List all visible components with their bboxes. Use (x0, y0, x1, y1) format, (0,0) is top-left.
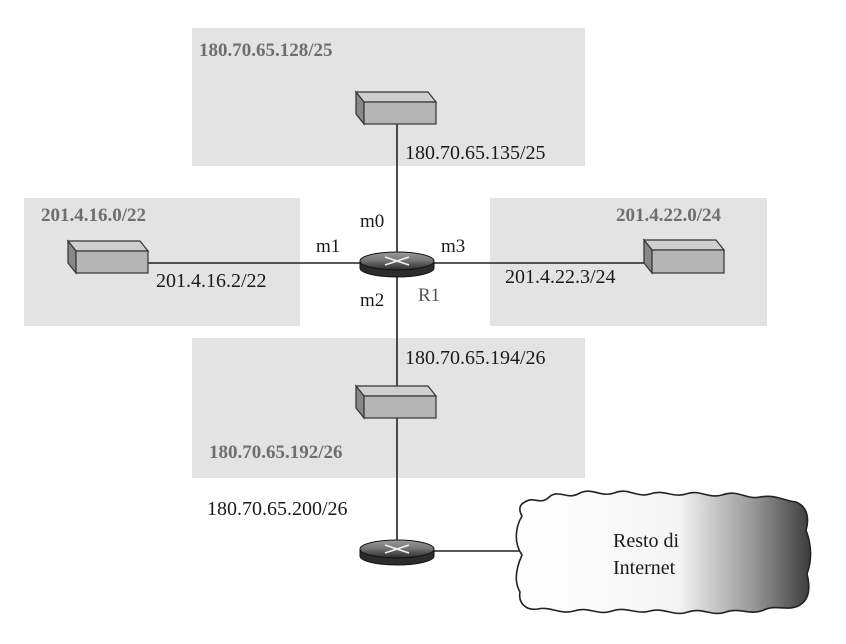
address-label-lower: 180.70.65.200/26 (207, 498, 348, 520)
network-label-top: 180.70.65.128/25 (199, 40, 333, 61)
cloud-label-line1: Resto di (613, 530, 680, 552)
host-bottom (354, 384, 438, 420)
router-r1-icon (359, 251, 435, 278)
address-label-m2: 180.70.65.194/26 (405, 347, 546, 369)
internet-cloud-icon (515, 490, 812, 615)
network-label-left: 201.4.16.0/22 (41, 205, 146, 226)
interface-label-m0: m0 (360, 211, 384, 232)
cloud-label-line2: Internet (613, 557, 676, 579)
address-label-m3: 201.4.22.3/24 (505, 266, 616, 288)
host-right (642, 238, 726, 275)
address-label-m0: 180.70.65.135/25 (405, 142, 546, 164)
host-left (66, 239, 150, 275)
router-lower-icon (359, 539, 435, 566)
address-label-m1: 201.4.16.2/22 (156, 270, 267, 292)
interface-label-m1: m1 (316, 236, 340, 257)
router-name-label: R1 (418, 285, 440, 306)
network-label-bottom: 180.70.65.192/26 (209, 442, 343, 463)
interface-label-m3: m3 (441, 236, 465, 257)
network-label-right: 201.4.22.0/24 (616, 205, 722, 226)
host-top (354, 90, 438, 126)
interface-label-m2: m2 (360, 290, 384, 311)
